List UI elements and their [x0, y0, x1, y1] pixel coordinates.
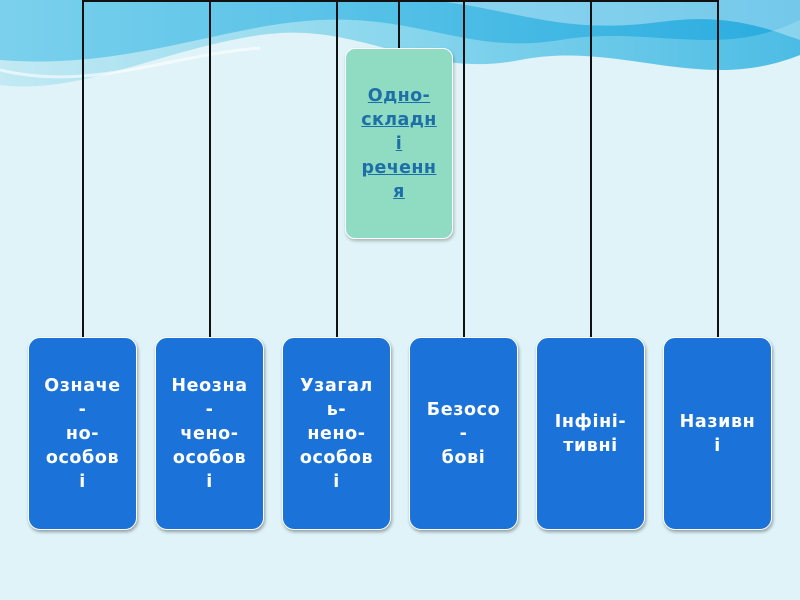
- connector-type-4: [463, 0, 465, 337]
- type-node-label: Безосо - бові: [427, 398, 500, 470]
- type-node-label: Називн і: [680, 410, 756, 458]
- type-node-definite-personal: Означе - но- особов і: [28, 337, 137, 530]
- type-node-nominative: Називн і: [663, 337, 772, 530]
- connector-type-5: [590, 0, 592, 337]
- type-node-generalized-personal: Узагал ь- нено- особов і: [282, 337, 391, 530]
- type-node-impersonal: Безосо - бові: [409, 337, 518, 530]
- root-node-label: Одно- складн і реченн я: [361, 84, 437, 204]
- connector-type-2: [209, 0, 211, 337]
- connector-type-6: [717, 0, 719, 337]
- connector-top-bar: [82, 0, 719, 2]
- type-node-label: Узагал ь- нено- особов і: [300, 374, 373, 494]
- type-node-infinitive: Інфіні- тивні: [536, 337, 645, 530]
- type-node-label: Інфіні- тивні: [555, 410, 627, 458]
- connector-root: [398, 0, 400, 48]
- connector-type-1: [82, 0, 84, 337]
- type-node-label: Означе - но- особов і: [44, 374, 120, 494]
- type-node-label: Неозна - чено- особов і: [171, 374, 247, 494]
- root-node: Одно- складн і реченн я: [345, 48, 453, 239]
- connector-type-3: [336, 0, 338, 337]
- type-node-indefinite-personal: Неозна - чено- особов і: [155, 337, 264, 530]
